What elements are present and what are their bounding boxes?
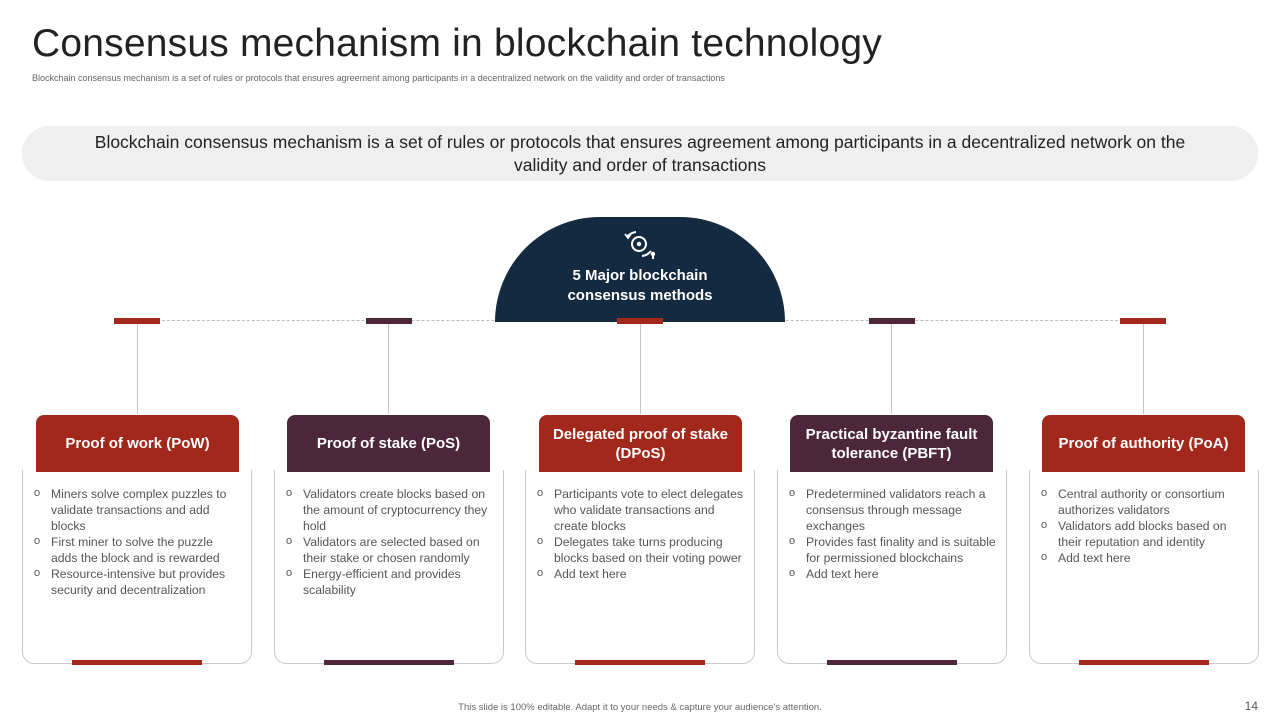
connector-drop-line [1143, 324, 1144, 414]
center-label-text: 5 Major blockchain consensus methods [567, 267, 713, 304]
method-card: Miners solve complex puzzles to validate… [22, 470, 252, 665]
connector-tick [114, 318, 160, 324]
method-point: First miner to solve the puzzle adds the… [34, 533, 241, 566]
card-accent-bar [575, 660, 705, 665]
method-header: Proof of authority (PoA) [1042, 415, 1245, 472]
connector-drop-line [891, 324, 892, 414]
definition-text: Blockchain consensus mechanism is a set … [94, 131, 1186, 175]
slide-subtitle: Blockchain consensus mechanism is a set … [32, 73, 725, 83]
method-points: Predetermined validators reach a consens… [778, 470, 1006, 582]
definition-banner: Blockchain consensus mechanism is a set … [22, 126, 1258, 181]
method-header: Practical byzantine fault tolerance (PBF… [790, 415, 993, 472]
method-point: Validators create blocks based on the am… [286, 485, 493, 534]
method-header: Proof of stake (PoS) [287, 415, 490, 472]
connector-tick [869, 318, 915, 324]
connector-drop-line [388, 324, 389, 414]
method-card: Predetermined validators reach a consens… [777, 470, 1007, 665]
method-title: Proof of work (PoW) [65, 435, 210, 452]
method-title: Delegated proof of stake (DPoS) [552, 425, 729, 462]
method-title: Proof of stake (PoS) [316, 435, 461, 452]
method-point: Resource-intensive but provides security… [34, 565, 241, 598]
method-points: Validators create blocks based on the am… [275, 470, 503, 598]
method-point: Add text here [1041, 549, 1248, 566]
center-label: 5 Major blockchain consensus methods [495, 266, 785, 306]
method-point: Add text here [789, 565, 996, 582]
center-hub: 5 Major blockchain consensus methods [495, 217, 785, 322]
method-point: Add text here [537, 565, 744, 582]
method-point: Validators are selected based on their s… [286, 533, 493, 566]
connector-tick [1120, 318, 1166, 324]
method-point: Energy-efficient and provides scalabilit… [286, 565, 493, 598]
card-accent-bar [72, 660, 202, 665]
card-accent-bar [324, 660, 454, 665]
card-accent-bar [1079, 660, 1209, 665]
method-point: Predetermined validators reach a consens… [789, 485, 996, 534]
consensus-cycle-icon [624, 231, 656, 259]
method-point: Participants vote to elect delegates who… [537, 485, 744, 534]
method-point: Provides fast finality and is suitable f… [789, 533, 996, 566]
method-title: Practical byzantine fault tolerance (PBF… [805, 425, 978, 462]
method-points: Central authority or consortium authoriz… [1030, 470, 1258, 566]
connector-drop-line [137, 324, 138, 414]
method-point: Central authority or consortium authoriz… [1041, 485, 1248, 518]
method-point: Validators add blocks based on their rep… [1041, 517, 1248, 550]
method-points: Miners solve complex puzzles to validate… [23, 470, 251, 598]
method-header: Proof of work (PoW) [36, 415, 239, 472]
connector-tick [366, 318, 412, 324]
method-point: Miners solve complex puzzles to validate… [34, 485, 241, 534]
connector-drop-line [640, 324, 641, 414]
slide-title: Consensus mechanism in blockchain techno… [32, 22, 882, 65]
method-points: Participants vote to elect delegates who… [526, 470, 754, 582]
method-title: Proof of authority (PoA) [1058, 435, 1229, 452]
method-point: Delegates take turns producing blocks ba… [537, 533, 744, 566]
connector-tick [617, 318, 663, 324]
method-header: Delegated proof of stake (DPoS) [539, 415, 742, 472]
method-card: Participants vote to elect delegates who… [525, 470, 755, 665]
method-card: Validators create blocks based on the am… [274, 470, 504, 665]
method-card: Central authority or consortium authoriz… [1029, 470, 1259, 665]
card-accent-bar [827, 660, 957, 665]
footer-note: This slide is 100% editable. Adapt it to… [458, 702, 822, 713]
page-number: 14 [1244, 699, 1258, 713]
